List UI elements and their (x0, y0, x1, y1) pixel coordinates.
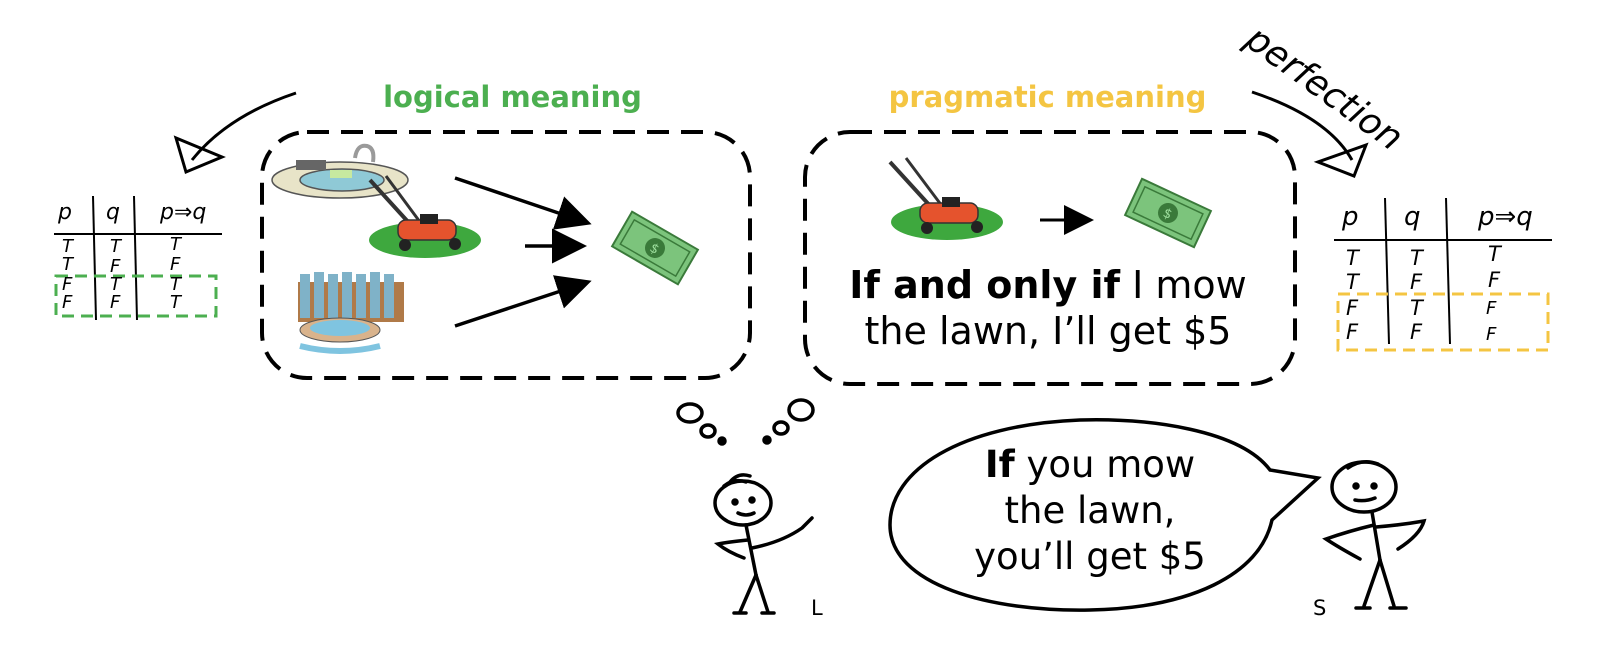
left-tt-cell: T (62, 254, 73, 275)
arrow-sink-to-money (454, 176, 592, 230)
right-tt-cell: F (1346, 296, 1359, 320)
left-tt-cell: T (62, 236, 73, 257)
speech-line3: you’ll get $5 (974, 535, 1206, 578)
right-truth-table-highlight (1336, 292, 1550, 352)
speech-bubble (888, 418, 1322, 612)
arrow-fence-to-money (454, 275, 592, 328)
right-tt-cell: F (1410, 320, 1423, 344)
listener-stick-figure (713, 473, 814, 615)
right-tt-cell: T (1346, 270, 1359, 294)
left-tt-cell: T (110, 236, 121, 257)
right-tt-cell: F (1346, 320, 1359, 344)
money-icon-left: $ (610, 210, 700, 286)
lawn-mower-illustration-right (888, 157, 1003, 240)
thought-bubbles (676, 398, 815, 446)
pragmatic-meaning-box (803, 130, 1297, 386)
right-tt-cell: F (1486, 298, 1497, 319)
speech-line1: you mow (1014, 443, 1196, 486)
left-tt-cell: T (110, 274, 121, 295)
right-tt-cell: T (1488, 242, 1501, 266)
right-tt-cell: F (1488, 268, 1501, 292)
speech-bubble-text: If you mow the lawn, you’ll get $5 (915, 442, 1265, 580)
right-tt-header-pq: p⇒q (1478, 202, 1533, 232)
left-tt-cell: F (62, 292, 73, 313)
left-tt-cell: F (170, 254, 181, 275)
biconditional-line2: the lawn, I’ll get $5 (864, 309, 1232, 353)
right-tt-cell: T (1346, 246, 1359, 270)
left-tt-header-q: q (106, 200, 120, 225)
logical-meaning-heading: logical meaning (383, 80, 642, 114)
left-tt-cell: T (170, 234, 181, 255)
left-tt-cell: F (110, 292, 121, 313)
left-curved-arrow (173, 91, 297, 175)
right-tt-cell: T (1410, 246, 1423, 270)
left-tt-cell: F (110, 256, 121, 277)
speaker-label: S (1313, 596, 1327, 620)
speech-bold: If (984, 443, 1015, 486)
left-tt-header-p: p (58, 200, 72, 225)
left-tt-header-pq: p⇒q (160, 200, 207, 225)
speaker-stick-figure (1322, 460, 1427, 610)
speech-line2: the lawn, (1004, 489, 1176, 532)
right-truth-table-grid (1334, 197, 1552, 345)
biconditional-bold: If and only if (849, 263, 1121, 307)
biconditional-line1: I mow (1120, 263, 1247, 307)
left-tt-cell: F (62, 274, 73, 295)
biconditional-statement: If and only if I mow the lawn, I’ll get … (818, 262, 1278, 354)
left-tt-cell: T (170, 274, 181, 295)
right-curved-arrow (1251, 90, 1369, 178)
right-tt-cell: F (1486, 324, 1497, 345)
right-tt-header-q: q (1404, 202, 1421, 232)
lawn-mower-illustration-left (368, 175, 481, 258)
left-truth-table-highlight (54, 274, 218, 318)
left-truth-table-grid (54, 195, 222, 321)
logical-meaning-box (260, 130, 752, 380)
left-tt-cell: T (170, 292, 181, 313)
money-icon-right: $ (1123, 177, 1213, 249)
fence-pool-illustration (298, 272, 404, 354)
right-tt-cell: F (1410, 270, 1423, 294)
right-tt-cell: T (1410, 296, 1423, 320)
right-tt-header-p: p (1342, 202, 1359, 232)
sink-illustration (271, 143, 409, 199)
listener-label: L (811, 596, 823, 620)
pragmatic-meaning-heading: pragmatic meaning (888, 80, 1207, 114)
